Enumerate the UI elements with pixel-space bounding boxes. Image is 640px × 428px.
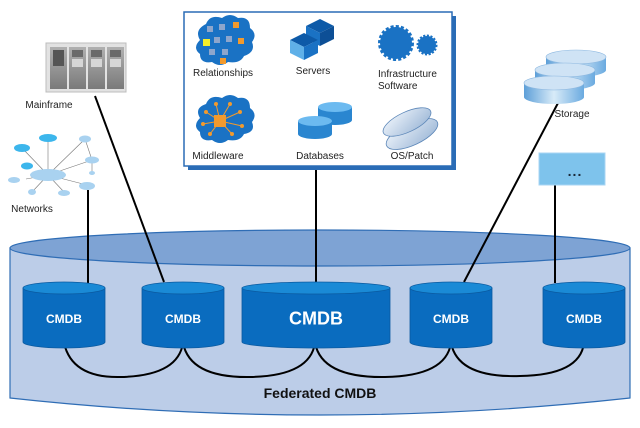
cmdb-label-2: CMDB [165, 312, 201, 326]
databases-icon [298, 102, 352, 139]
label-networks: Networks [11, 204, 53, 215]
link-4-5 [450, 342, 585, 378]
servers-cubes-icon [290, 19, 334, 60]
label-os-patch: OS/Patch [390, 151, 434, 162]
label-software: Software [378, 81, 418, 92]
relationships-cloud-icon [196, 15, 255, 65]
label-storage: Storage [554, 109, 590, 120]
gears-icon [378, 25, 438, 61]
link-3-4 [314, 342, 452, 379]
cmdb-cylinder-5 [542, 281, 626, 349]
cmdb-cylinder-3 [241, 281, 391, 349]
cmdb-label-1: CMDB [46, 312, 82, 326]
cmdb-label-5: CMDB [566, 312, 602, 326]
label-servers: Servers [295, 66, 331, 77]
federation-links [63, 342, 585, 379]
federated-cmdb-label: Federated CMDB [263, 385, 377, 401]
label-infrastructure: Infrastructure [378, 69, 437, 80]
cmdb-cylinder-4 [409, 281, 493, 349]
cmdb-cylinder-2 [141, 281, 225, 349]
network-graph-icon [8, 134, 99, 196]
link-2-3 [182, 342, 316, 379]
middleware-cloud-icon [196, 95, 255, 143]
connector-mainframe [94, 95, 165, 283]
discs-icon [382, 107, 439, 150]
connector-storage [463, 102, 559, 283]
label-mainframe: Mainframe [25, 100, 73, 111]
more-sources-label: ... [567, 163, 583, 179]
cmdb-label-3: CMDB [289, 308, 343, 329]
source-connectors [87, 95, 559, 283]
mainframe-icon [45, 42, 127, 93]
storage-disks-icon [523, 49, 607, 104]
cmdb-label-4: CMDB [433, 312, 469, 326]
label-middleware: Middleware [192, 151, 244, 162]
cmdb-cylinder-1 [22, 281, 106, 349]
label-relationships: Relationships [192, 68, 254, 79]
more-sources-box [538, 152, 606, 186]
cmdb-cylinders [22, 281, 626, 349]
link-1-2 [63, 342, 184, 379]
label-databases: Databases [296, 151, 344, 162]
